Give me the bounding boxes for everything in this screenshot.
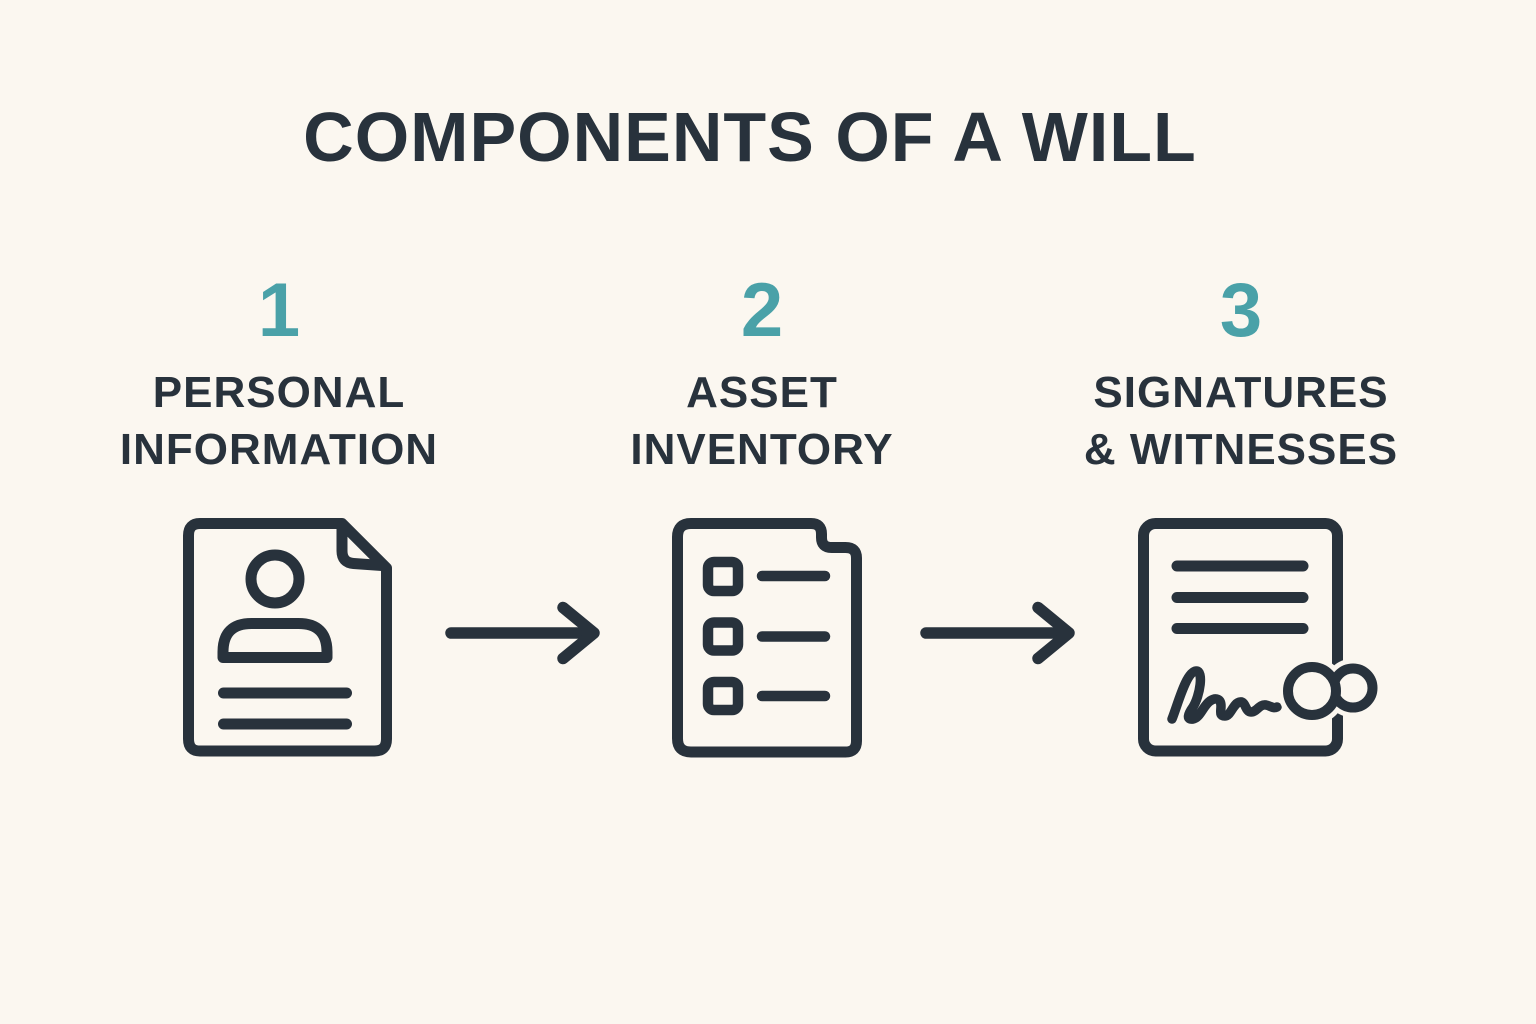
step-2-label: ASSET INVENTORY <box>630 364 893 478</box>
step-1-label-line1: PERSONAL <box>152 368 406 417</box>
checkbox <box>702 617 744 656</box>
checkbox <box>702 676 744 716</box>
person-head <box>245 549 305 609</box>
checkbox <box>702 556 744 597</box>
signature-squiggle <box>1167 666 1282 724</box>
step-2-number: 2 <box>740 268 784 353</box>
folded-corner <box>336 520 388 571</box>
arrow-head <box>557 601 600 665</box>
step-2-label-line1: ASSET <box>686 368 838 417</box>
step-3-number: 3 <box>1219 268 1263 353</box>
arrow-head <box>1032 601 1075 665</box>
arrow-right-icon <box>445 601 600 665</box>
seal-circle-left <box>1283 662 1341 720</box>
step-2-label-line2: INVENTORY <box>630 425 894 474</box>
document-outline <box>672 518 862 758</box>
document-outline <box>1138 518 1343 757</box>
page-title: COMPONENTS OF A WILL <box>303 98 1197 176</box>
step-1-label: PERSONAL INFORMATION <box>120 364 438 478</box>
step-3-label-line2: & WITNESSES <box>1083 425 1399 474</box>
asset-checklist-icon <box>672 518 862 758</box>
personal-info-document-icon <box>183 518 392 757</box>
step-1-label-line2: INFORMATION <box>119 425 439 474</box>
arrow-right-icon <box>920 601 1075 665</box>
step-3-label: SIGNATURES & WITNESSES <box>1084 364 1398 478</box>
step-3-label-line1: SIGNATURES <box>1093 368 1389 417</box>
signed-document-icon <box>1138 518 1383 757</box>
document-outline <box>183 518 392 757</box>
step-1-number: 1 <box>257 268 301 353</box>
person-shoulders <box>217 618 333 663</box>
